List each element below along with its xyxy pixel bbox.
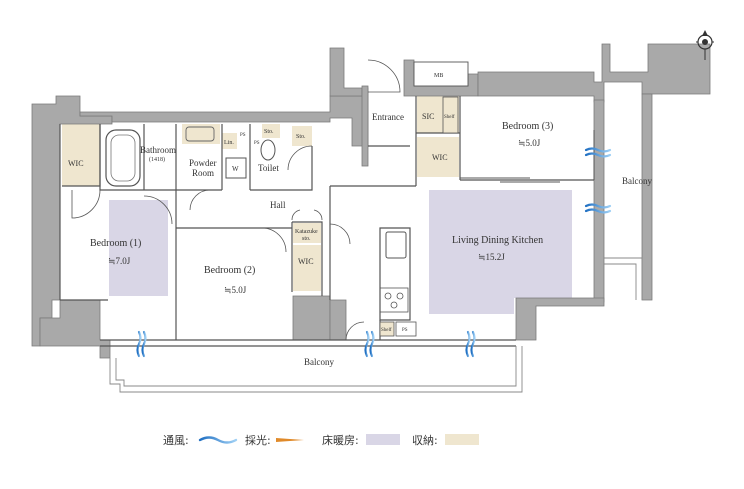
hall-name: Hall bbox=[270, 200, 286, 210]
storage-katazuke bbox=[293, 223, 321, 243]
ventilation-markers bbox=[136, 147, 612, 358]
balcony-south-name: Balcony bbox=[304, 357, 334, 367]
toilet-name: Toilet bbox=[258, 163, 279, 173]
mb-label: MB bbox=[434, 73, 443, 79]
door-swings bbox=[71, 59, 401, 341]
compass-north-icon bbox=[696, 30, 714, 60]
ldk-area: ≒15.2J bbox=[478, 252, 505, 262]
wic1-label: WIC bbox=[68, 159, 84, 168]
powder-room-line2: Room bbox=[192, 168, 214, 178]
bedroom1-area: ≒7.0J bbox=[108, 256, 131, 266]
washer-label: W bbox=[232, 165, 239, 173]
storage-sto-hall bbox=[292, 126, 312, 146]
kitchen-shelf bbox=[379, 321, 395, 337]
interior-walls bbox=[59, 96, 594, 347]
ps2-label: PS bbox=[254, 141, 260, 146]
storage-wic2 bbox=[293, 245, 321, 291]
ps1-label: PS bbox=[240, 133, 246, 138]
wic2-label: WIC bbox=[298, 257, 314, 266]
floor-heating-bedroom1 bbox=[109, 200, 168, 296]
bathroom-size: (1418) bbox=[149, 156, 165, 163]
ps3-label: PS bbox=[402, 328, 408, 333]
storage-lin bbox=[222, 133, 237, 149]
kitchen-shelf-label: Shelf bbox=[381, 328, 392, 333]
washer-space bbox=[225, 157, 247, 179]
lin-label: Lin. bbox=[224, 140, 234, 146]
bedroom3-name: Bedroom (3) bbox=[502, 121, 553, 132]
sic-label: SIC bbox=[422, 112, 434, 121]
storage-wic3 bbox=[417, 137, 459, 177]
ldk-name: Living Dining Kitchen bbox=[452, 235, 543, 246]
wic3-label: WIC bbox=[432, 153, 448, 162]
balcony-south-outline bbox=[109, 346, 523, 393]
entrance-name: Entrance bbox=[372, 112, 404, 122]
daylight-markers bbox=[132, 146, 614, 356]
powder-room-line1: Powder bbox=[189, 158, 217, 168]
sto-toilet-label: Sto. bbox=[264, 129, 274, 135]
balcony-east-name: Balcony bbox=[622, 176, 652, 186]
bathroom-name: Bathroom bbox=[140, 145, 176, 155]
sto-hall-label: Sto. bbox=[296, 134, 306, 140]
structural-walls bbox=[31, 43, 711, 359]
katazuke-label-line1: Katazuke bbox=[295, 229, 318, 235]
storage-wic1 bbox=[62, 122, 100, 186]
bedroom1-name: Bedroom (1) bbox=[90, 238, 141, 249]
floor-heating-ldk bbox=[429, 190, 572, 314]
bedroom2-area: ≒5.0J bbox=[224, 285, 247, 295]
balcony-east-outline bbox=[604, 257, 643, 300]
entrance-shelf-label: Shelf bbox=[444, 115, 455, 120]
bedroom2-name: Bedroom (2) bbox=[204, 265, 255, 276]
storage-sto-toilet bbox=[262, 124, 280, 138]
katazuke-label-line2: sto. bbox=[302, 236, 311, 242]
mb-box bbox=[413, 61, 469, 87]
entrance-shelf bbox=[442, 96, 459, 134]
kitchen-ps bbox=[395, 321, 417, 337]
bedroom3-area: ≒5.0J bbox=[518, 138, 541, 148]
kitchen-stove bbox=[379, 287, 409, 313]
storage-vanity bbox=[182, 124, 220, 144]
sliding-doors bbox=[460, 130, 595, 183]
kitchen-sink bbox=[385, 231, 407, 259]
toilet-bowl bbox=[260, 139, 276, 161]
bathtub bbox=[105, 129, 141, 187]
